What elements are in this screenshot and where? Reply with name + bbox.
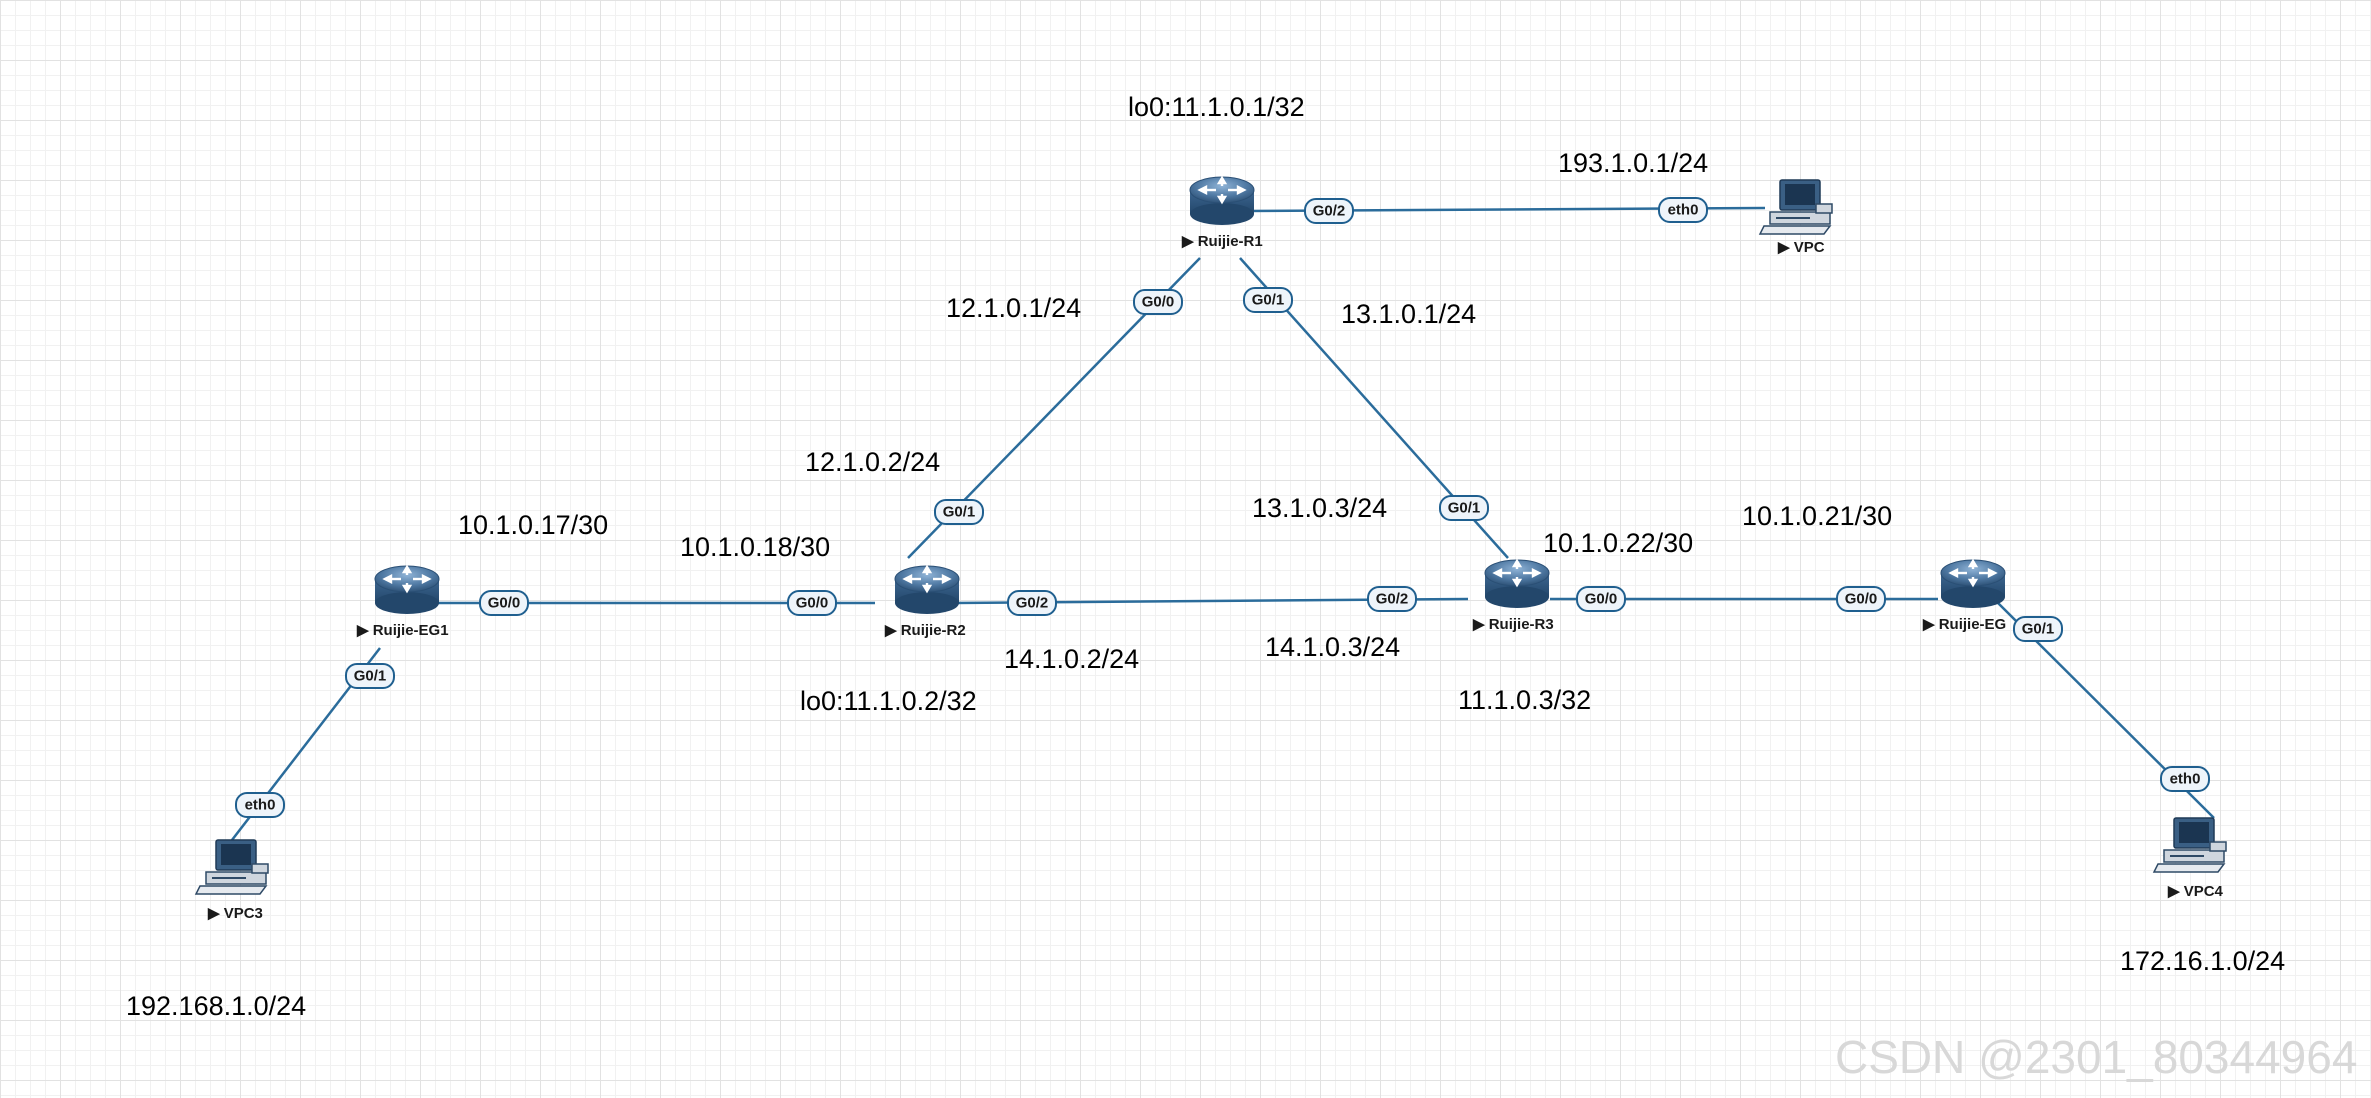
port-r1-g00[interactable]: G0/0 <box>1133 289 1183 315</box>
ip-label: 172.16.1.0/24 <box>2120 946 2285 976</box>
ip-label: 12.1.0.1/24 <box>946 293 1081 323</box>
pc-icon <box>195 839 269 895</box>
device-label-eg2: ▶ Ruijie-EG <box>1922 616 2006 633</box>
router-r3[interactable]: ▶ Ruijie-R3 <box>1472 558 1554 633</box>
router-icon <box>893 564 961 616</box>
ip-label: 13.1.0.1/24 <box>1341 299 1476 329</box>
pc-vpc[interactable]: ▶ VPC <box>1759 179 1833 256</box>
port-eg2-g01[interactable]: G0/1 <box>2013 616 2063 642</box>
svg-text:G0/0: G0/0 <box>488 595 521 612</box>
svg-text:G0/1: G0/1 <box>2022 621 2055 638</box>
port-r2-g01[interactable]: G0/1 <box>934 499 984 525</box>
device-label-r1: ▶ Ruijie-R1 <box>1181 233 1263 250</box>
device-label-eg1: ▶ Ruijie-EG1 <box>356 622 449 639</box>
svg-text:G0/0: G0/0 <box>1585 591 1618 608</box>
ip-label: 12.1.0.2/24 <box>805 447 940 477</box>
device-label-vpc4: ▶ VPC4 <box>2167 883 2224 900</box>
watermark: CSDN @2301_80344964 <box>1835 1031 2358 1083</box>
pc-vpc4[interactable]: ▶ VPC4 <box>2153 817 2227 900</box>
port-vpc3-eth0[interactable]: eth0 <box>235 792 285 818</box>
pc-icon <box>2153 817 2227 873</box>
ip-label: 192.168.1.0/24 <box>126 991 306 1021</box>
svg-text:G0/0: G0/0 <box>1845 591 1878 608</box>
ip-label: 13.1.0.3/24 <box>1252 493 1387 523</box>
ip-label: lo0:11.1.0.2/32 <box>800 686 977 716</box>
ip-label: 193.1.0.1/24 <box>1558 148 1708 178</box>
svg-text:eth0: eth0 <box>1668 202 1699 219</box>
ip-label: 14.1.0.3/24 <box>1265 632 1400 662</box>
router-r2[interactable]: ▶ Ruijie-R2 <box>884 564 966 639</box>
ip-label: 10.1.0.22/30 <box>1543 528 1693 558</box>
router-eg1[interactable]: ▶ Ruijie-EG1 <box>356 564 449 639</box>
svg-text:G0/1: G0/1 <box>1252 292 1285 309</box>
port-eg1-g01[interactable]: G0/1 <box>345 663 395 689</box>
port-r3-g00[interactable]: G0/0 <box>1576 586 1626 612</box>
device-label-r2: ▶ Ruijie-R2 <box>884 622 966 639</box>
router-icon <box>1188 175 1256 227</box>
router-icon <box>1939 558 2007 610</box>
ip-label: lo0:11.1.0.1/32 <box>1128 92 1305 122</box>
svg-text:G0/0: G0/0 <box>796 595 829 612</box>
device-label-r3: ▶ Ruijie-R3 <box>1472 616 1554 633</box>
device-label-vpc3: ▶ VPC3 <box>207 905 263 922</box>
port-r1-g02[interactable]: G0/2 <box>1304 198 1354 224</box>
port-eg1-g00[interactable]: G0/0 <box>479 590 529 616</box>
svg-text:G0/0: G0/0 <box>1142 294 1175 311</box>
port-r3-g02[interactable]: G0/2 <box>1367 586 1417 612</box>
ip-label: 10.1.0.17/30 <box>458 510 608 540</box>
svg-text:eth0: eth0 <box>245 797 276 814</box>
svg-text:G0/2: G0/2 <box>1016 595 1049 612</box>
router-r1[interactable]: ▶ Ruijie-R1 <box>1181 175 1263 250</box>
svg-text:G0/1: G0/1 <box>943 504 976 521</box>
svg-text:G0/1: G0/1 <box>1448 500 1481 517</box>
svg-text:G0/1: G0/1 <box>354 668 387 685</box>
svg-text:eth0: eth0 <box>2170 771 2201 788</box>
router-icon <box>373 564 441 616</box>
port-eg2-g00[interactable]: G0/0 <box>1836 586 1886 612</box>
ip-label: 10.1.0.18/30 <box>680 532 830 562</box>
ip-label: 11.1.0.3/32 <box>1458 685 1591 715</box>
port-r3-g01[interactable]: G0/1 <box>1439 495 1489 521</box>
ip-label: 14.1.0.2/24 <box>1004 644 1139 674</box>
port-r1-g01[interactable]: G0/1 <box>1243 287 1293 313</box>
port-r2-g00[interactable]: G0/0 <box>787 590 837 616</box>
pc-vpc3[interactable]: ▶ VPC3 <box>195 839 269 922</box>
ip-label: 10.1.0.21/30 <box>1742 501 1892 531</box>
svg-text:G0/2: G0/2 <box>1376 591 1409 608</box>
pc-icon <box>1759 179 1833 235</box>
port-vpc-eth0[interactable]: eth0 <box>1658 197 1708 223</box>
router-icon <box>1483 558 1551 610</box>
device-label-vpc: ▶ VPC <box>1777 239 1825 256</box>
router-eg2[interactable]: ▶ Ruijie-EG <box>1922 558 2007 633</box>
svg-text:G0/2: G0/2 <box>1313 203 1346 220</box>
port-vpc4-eth0[interactable]: eth0 <box>2160 766 2210 792</box>
port-r2-g02[interactable]: G0/2 <box>1007 590 1057 616</box>
